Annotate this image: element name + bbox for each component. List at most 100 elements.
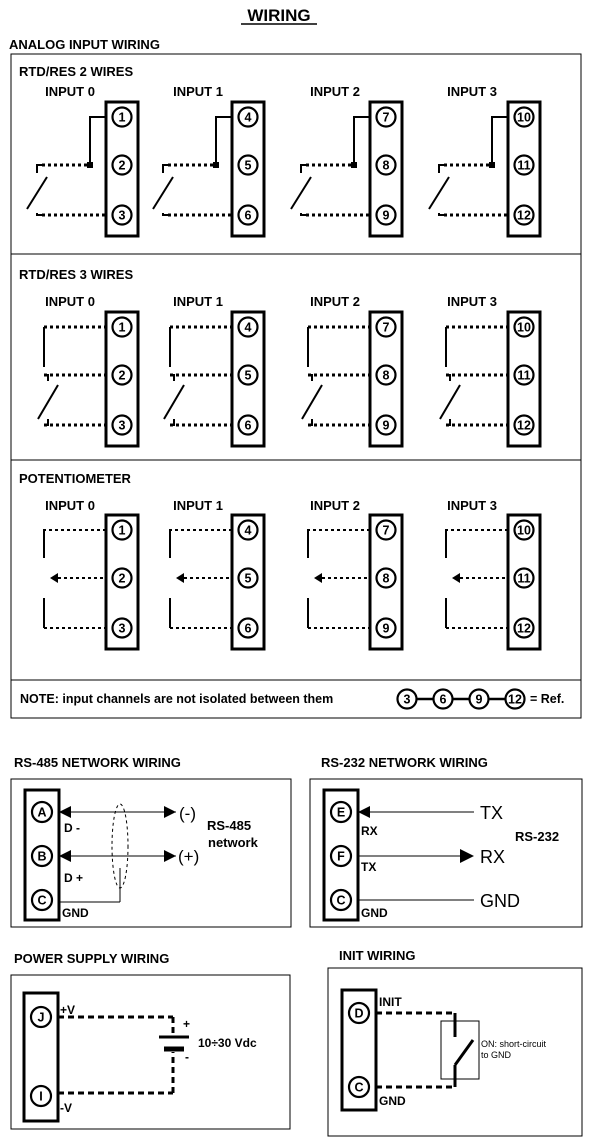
terminal-rtd2-0-1: 2	[111, 154, 133, 176]
terminal-rtd2-3-0: 10	[513, 106, 535, 128]
init-terminal-1-label: C	[354, 1081, 363, 1095]
init-terminal-1: C	[347, 1075, 371, 1099]
rs232-terminal-0-label: E	[337, 806, 345, 820]
terminal-rtd2-1-0: 4	[237, 106, 259, 128]
section-title-rtd2: RTD/RES 2 WIRES	[19, 64, 133, 79]
wires	[300, 116, 370, 217]
input-label: INPUT 1	[173, 498, 223, 513]
power-terminal-1: I	[29, 1084, 53, 1108]
terminal-rtd2-0-2: 3	[111, 204, 133, 226]
terminal-rtd2-3-1: 11	[513, 154, 535, 176]
battery-icon	[159, 1035, 189, 1052]
rs232-box	[309, 778, 583, 928]
rs485-terminal-1-label: B	[37, 850, 46, 864]
rs232-signal-tx: TX	[480, 803, 503, 823]
ref-terminal-3-label: 12	[508, 693, 522, 707]
terminal-pot-1-2: 6	[237, 617, 259, 639]
rs485-arrows	[59, 806, 176, 862]
rs232-network-label: RS-232	[515, 829, 559, 844]
terminal-pot-3-0-label: 10	[517, 524, 531, 538]
rs232-terminal-0: E	[329, 800, 353, 824]
terminal-rtd2-0-2-label: 3	[119, 209, 126, 223]
rs232-signal-rx: RX	[480, 847, 505, 867]
terminal-block	[230, 513, 266, 651]
power-terminal-0-label: J	[38, 1011, 45, 1025]
analog-heading: ANALOG INPUT WIRING	[9, 37, 160, 52]
wires	[445, 529, 508, 629]
terminal-rtd3-0-1-label: 2	[119, 369, 126, 383]
rs232-terminal-1-label: F	[337, 850, 345, 864]
rs232-terminal-1: F	[329, 844, 353, 868]
terminal-rtd3-3-1-label: 11	[517, 369, 530, 383]
terminal-rtd3-2-0-label: 7	[383, 321, 390, 335]
rs232-wires	[358, 811, 474, 901]
terminal-rtd3-2-1-label: 8	[383, 369, 390, 383]
rs485-heading: RS-485 NETWORK WIRING	[14, 755, 181, 770]
terminal-rtd2-2-0: 7	[375, 106, 397, 128]
input-label: INPUT 0	[45, 294, 95, 309]
terminal-rtd2-1-0-label: 4	[245, 111, 252, 125]
rs485-network-label-2: network	[208, 835, 259, 850]
rs485-terminal-0: A	[30, 800, 54, 824]
rtd-resistor-icon	[444, 381, 456, 419]
channel-rtd2-3: INPUT 3 10 11 12	[428, 84, 542, 238]
init-heading: INIT WIRING	[339, 948, 416, 963]
terminal-rtd3-0-0-label: 1	[119, 321, 126, 335]
terminal-block	[104, 310, 140, 448]
terminal-pot-0-1-label: 2	[119, 572, 126, 586]
rs485-box	[10, 778, 292, 928]
terminal-pot-1-1: 5	[237, 567, 259, 589]
terminal-rtd2-1-1: 5	[237, 154, 259, 176]
rs232-label-tx: TX	[361, 860, 376, 874]
terminal-pot-1-0-label: 4	[245, 524, 252, 538]
rs485-label-gnd: GND	[62, 906, 89, 920]
wires	[445, 325, 508, 427]
battery-minus-sign: -	[185, 1050, 189, 1064]
rtd-resistor-icon	[42, 381, 54, 419]
wires	[43, 325, 106, 427]
wiper-arrow-icon	[176, 573, 184, 583]
power-terminal-1-label: I	[39, 1090, 42, 1104]
rs485-terminal-1: B	[30, 844, 54, 868]
rtd-resistor-icon	[306, 381, 318, 419]
init-terminal-0-label: D	[354, 1007, 363, 1021]
terminal-pot-1-1-label: 5	[245, 572, 252, 586]
terminal-rtd3-1-2-label: 6	[245, 419, 252, 433]
wires	[169, 325, 232, 427]
terminal-rtd3-1-1-label: 5	[245, 369, 252, 383]
section-title-pot: POTENTIOMETER	[19, 471, 132, 486]
wires	[36, 116, 106, 217]
terminal-block	[104, 513, 140, 651]
terminal-rtd2-3-2-label: 12	[517, 209, 531, 223]
rs232-heading: RS-232 NETWORK WIRING	[321, 755, 488, 770]
rs232-arrows	[358, 806, 474, 863]
terminal-rtd2-2-0-label: 7	[383, 111, 390, 125]
terminal-pot-0-2-label: 3	[119, 622, 126, 636]
wiper-arrow-icon	[314, 573, 322, 583]
input-label: INPUT 3	[447, 84, 497, 99]
input-label: INPUT 0	[45, 84, 95, 99]
terminal-rtd2-0-0: 1	[111, 106, 133, 128]
terminal-rtd2-3-1-label: 11	[517, 159, 530, 173]
rtd-resistor-icon	[168, 381, 180, 419]
rs485-terminal-block	[23, 788, 61, 922]
terminal-pot-3-2-label: 12	[517, 622, 531, 636]
init-label-init: INIT	[379, 995, 402, 1009]
power-label-minus: -V	[60, 1101, 72, 1115]
input-label: INPUT 2	[310, 498, 360, 513]
power-terminal-0: J	[29, 1005, 53, 1029]
terminal-rtd3-1-1: 5	[237, 364, 259, 386]
terminal-rtd3-0-0: 1	[111, 316, 133, 338]
power-box	[10, 974, 291, 1130]
wires	[162, 116, 232, 217]
terminal-rtd3-2-2-label: 9	[383, 419, 390, 433]
ref-terminal-2-label: 9	[476, 693, 483, 707]
input-label: INPUT 3	[447, 294, 497, 309]
terminal-rtd2-1-2-label: 6	[245, 209, 252, 223]
wiper-arrow-icon	[50, 573, 58, 583]
terminal-pot-3-0: 10	[513, 519, 535, 541]
terminal-rtd3-0-1: 2	[111, 364, 133, 386]
